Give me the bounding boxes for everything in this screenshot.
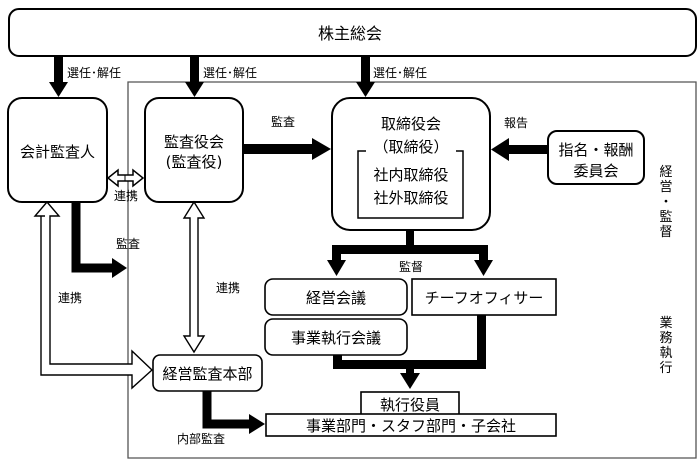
side-label-business-execution-char: 業 bbox=[659, 315, 672, 331]
internal-audit-label: 内部監査 bbox=[177, 431, 225, 446]
report-arrow bbox=[491, 138, 548, 161]
side-label-management-supervision-char: 監 bbox=[659, 209, 672, 225]
audit-board-label-2: (監査役) bbox=[166, 153, 223, 171]
internal-audit-arrow-head bbox=[249, 414, 265, 434]
side-label-business-execution-char: 行 bbox=[659, 361, 672, 376]
chief-officer-box bbox=[411, 278, 557, 316]
cooperation-label-top: 連携 bbox=[114, 188, 138, 203]
cooperation-arrow-mid bbox=[182, 200, 206, 354]
internal-audit-arrow bbox=[202, 391, 250, 429]
divisions-box bbox=[265, 413, 557, 437]
side-label-business-execution-char: 執 bbox=[659, 345, 672, 361]
accounting-auditor-label: 会計監査人 bbox=[20, 143, 95, 161]
business-exec-meeting-label: 事業執行会議 bbox=[291, 329, 381, 347]
cooperation-label-mid: 連携 bbox=[216, 280, 240, 295]
board-inner-bracket bbox=[357, 150, 464, 219]
side-label-management-supervision-char: 経 bbox=[659, 165, 672, 180]
appoint-arrow-board bbox=[356, 56, 375, 97]
appoint-label-3: 選任･解任 bbox=[373, 66, 427, 80]
execution-merge-arrow bbox=[333, 315, 486, 389]
audit-board-label-1: 監査役会 bbox=[164, 133, 224, 151]
side-label-management-supervision: 経営・監督 bbox=[659, 165, 672, 240]
audit-arrow-to-board bbox=[243, 138, 331, 160]
side-label-business-execution-char: 務 bbox=[659, 331, 672, 346]
board-external-label: 社外取締役 bbox=[373, 189, 448, 207]
company-frame bbox=[127, 81, 697, 459]
audit-arrow-accounting-head bbox=[112, 258, 127, 278]
board-label-2: （取締役） bbox=[373, 138, 448, 156]
executive-officer-label: 執行役員 bbox=[380, 396, 440, 414]
side-label-management-supervision-char: ・ bbox=[659, 195, 672, 210]
appoint-label-1: 選任･解任 bbox=[67, 66, 121, 80]
chief-officer-label: チーフオフィサー bbox=[425, 289, 544, 307]
management-meeting-label: 経営会議 bbox=[306, 289, 366, 307]
supervision-label: 監督 bbox=[399, 259, 423, 274]
side-label-management-supervision-char: 督 bbox=[659, 225, 672, 240]
shareholders-meeting-box bbox=[8, 8, 697, 57]
appoint-arrow-audit-board bbox=[185, 56, 204, 97]
supervision-arrow bbox=[327, 230, 493, 276]
board-internal-label: 社内取締役 bbox=[373, 166, 448, 184]
cooperation-label-left: 連携 bbox=[58, 290, 82, 305]
audit-label-board: 監査 bbox=[271, 114, 295, 129]
committee-label-1: 指名・報酬 bbox=[558, 141, 633, 159]
audit-arrow-accounting bbox=[71, 202, 112, 273]
management-meeting-box bbox=[264, 278, 408, 316]
divisions-label: 事業部門・スタフ部門・子会社 bbox=[306, 417, 516, 435]
internal-audit-dept-label: 経営監査本部 bbox=[162, 365, 252, 383]
committee-label-2: 委員会 bbox=[573, 162, 618, 180]
accounting-auditor-box bbox=[7, 97, 108, 203]
board-label-1: 取締役会 bbox=[381, 115, 441, 133]
report-label: 報告 bbox=[504, 116, 528, 130]
audit-label-accounting: 監査 bbox=[116, 236, 140, 251]
shareholders-meeting-label: 株主総会 bbox=[318, 24, 382, 43]
side-label-management-supervision-char: 営 bbox=[659, 180, 672, 195]
cooperation-arrow-left bbox=[33, 200, 154, 390]
appoint-label-2: 選任･解任 bbox=[203, 66, 257, 80]
committee-box bbox=[547, 130, 645, 185]
appoint-arrow-accounting bbox=[49, 56, 68, 97]
